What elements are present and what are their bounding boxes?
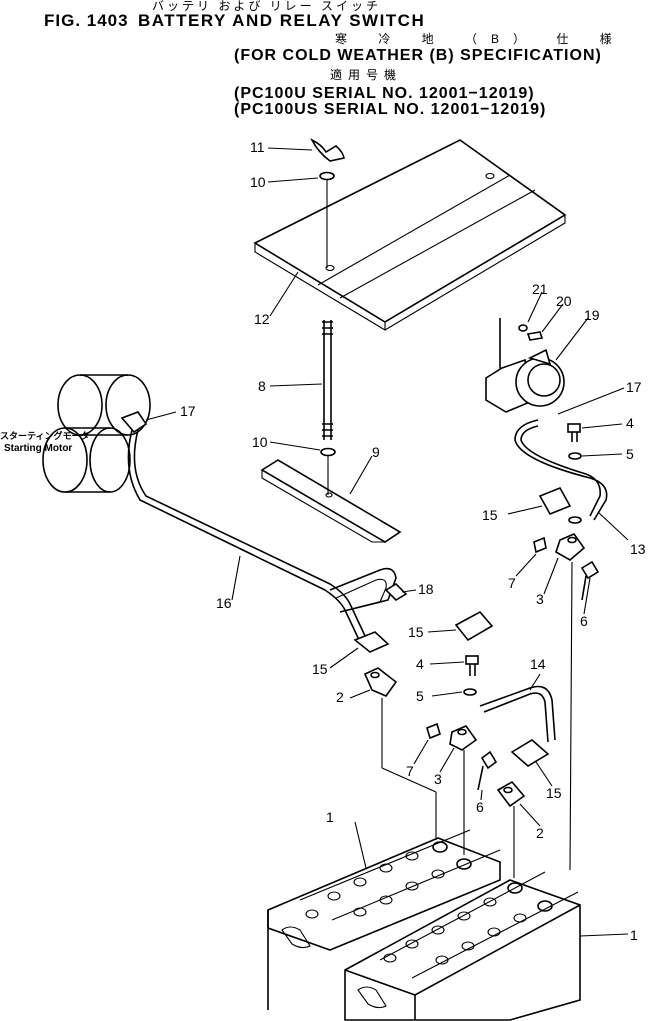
callout-14: 14 (530, 656, 546, 672)
callout-13: 13 (630, 541, 646, 557)
callout-3: 3 (434, 771, 442, 787)
callout-9: 9 (372, 444, 380, 460)
callout-5: 5 (416, 688, 424, 704)
relay-cable (514, 419, 608, 524)
terminal-cover-left (353, 631, 390, 653)
callout-6: 6 (476, 799, 484, 815)
callout-4b: 4 (626, 415, 634, 431)
starting-motor-label: Starting Motor (4, 443, 73, 454)
battery-rear (267, 829, 501, 1010)
terminal-clamp-right (496, 780, 526, 878)
figure-number: FIG. 1403 (44, 11, 129, 30)
callout-7b: 7 (508, 575, 516, 591)
starting-motor-label-jp: スターティングモータ (0, 431, 90, 441)
battery-bracket (260, 459, 402, 543)
callout-4: 4 (416, 656, 424, 672)
callout-2b: 2 (536, 825, 544, 841)
bolt-washer-right (567, 423, 582, 460)
serial-line-1: (PC100U SERIAL NO. 12001−12019) (234, 85, 535, 102)
callout-19: 19 (584, 307, 600, 323)
wing-nut (310, 138, 345, 268)
terminal-cover-middle (454, 610, 494, 642)
callout-16: 16 (216, 595, 232, 611)
callout-12: 12 (254, 311, 270, 327)
battery-front (344, 871, 581, 1021)
battery-link-cable (479, 685, 556, 767)
callout-17: 17 (180, 403, 196, 419)
callout-leaders (145, 147, 629, 937)
main-cable (127, 429, 408, 643)
callout-15b: 15 (408, 624, 424, 640)
callout-15c: 15 (482, 507, 498, 523)
callout-11: 11 (250, 139, 265, 155)
spec-jp: 寒 冷 地 （B） 仕 様 (335, 32, 626, 46)
callout-15d: 15 (546, 785, 562, 801)
clamp-set-right (533, 533, 600, 871)
callout-6b: 6 (580, 613, 588, 629)
callout-2: 2 (336, 689, 344, 705)
callout-18: 18 (418, 581, 434, 597)
callout-1b: 1 (630, 927, 638, 943)
clamp-set-middle (426, 722, 498, 855)
callout-20: 20 (556, 293, 572, 309)
figure-title: BATTERY AND RELAY SWITCH (138, 11, 426, 30)
spec-line: (FOR COLD WEATHER (B) SPECIFICATION) (234, 47, 602, 64)
callout-10b: 10 (252, 434, 268, 450)
battery-cover (253, 139, 567, 331)
callout-1: 1 (326, 809, 334, 825)
callout-3b: 3 (536, 591, 544, 607)
callout-10: 10 (250, 174, 266, 190)
bolt-washer-middle (463, 655, 479, 696)
callout-21: 21 (532, 281, 548, 297)
relay-switch (485, 318, 565, 413)
serial-jp: 適用号機 (330, 68, 403, 82)
callout-8: 8 (258, 378, 266, 394)
serial-line-2: (PC100US SERIAL NO. 12001−12019) (234, 101, 547, 118)
figure-title-jp: バッテリ および リレー スイッチ (152, 0, 382, 13)
battery-rod (320, 320, 336, 495)
callout-17b: 17 (626, 379, 642, 395)
callout-7: 7 (406, 763, 414, 779)
starting-motor (42, 374, 151, 493)
callout-15: 15 (312, 661, 328, 677)
callout-5b: 5 (626, 446, 634, 462)
terminal-clamp-left (363, 667, 437, 840)
